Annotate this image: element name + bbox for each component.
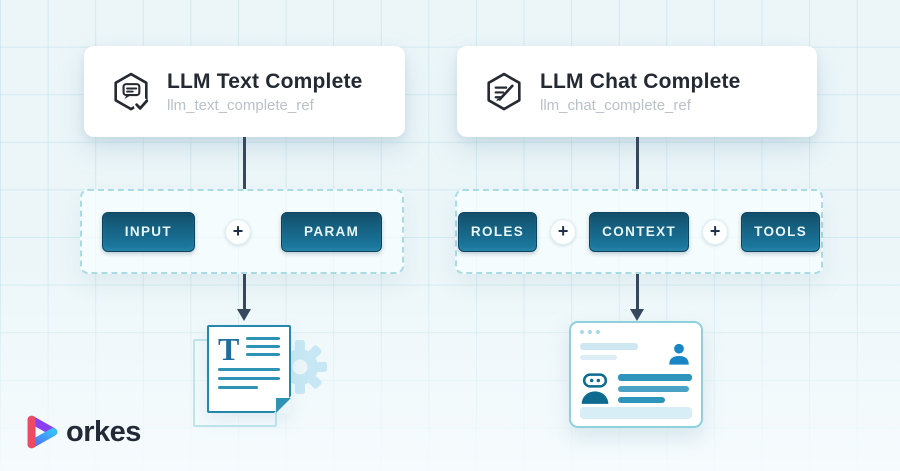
arrow-head-icon <box>237 309 251 321</box>
connector-line <box>243 137 246 189</box>
card-text-block: LLM Text Complete llm_text_complete_ref <box>167 70 363 114</box>
document-front-page: T <box>207 325 291 413</box>
document-header: T <box>218 331 280 367</box>
roles-chip[interactable]: ROLES <box>457 211 538 252</box>
chat-input-bar <box>580 407 692 419</box>
message-line <box>580 355 617 360</box>
task-reference-name: llm_chat_complete_ref <box>540 96 691 114</box>
card-text-block: LLM Chat Complete llm_chat_complete_ref <box>540 70 741 114</box>
chat-output-illustration <box>569 321 703 428</box>
message-check-hexagon-icon <box>114 72 149 112</box>
document-body-lines <box>218 368 280 390</box>
input-chip[interactable]: INPUT <box>101 211 195 252</box>
bot-message-row <box>580 372 692 404</box>
context-chip[interactable]: CONTEXT <box>589 211 690 252</box>
document-text-lines <box>246 335 280 363</box>
task-reference-name: llm_text_complete_ref <box>167 96 314 114</box>
chat-complete-io-group: ROLES + CONTEXT + TOOLS <box>455 189 823 274</box>
page-fold-icon <box>276 398 291 413</box>
text-line <box>246 337 280 340</box>
tools-chip[interactable]: TOOLS <box>741 211 821 252</box>
connector-line <box>636 137 639 189</box>
window-dot-icon <box>596 330 600 334</box>
window-dot-icon <box>588 330 592 334</box>
robot-icon <box>581 373 609 404</box>
bot-message-lines <box>618 372 692 403</box>
orkes-logo-mark-icon <box>27 415 58 449</box>
text-line <box>246 353 280 356</box>
window-dots <box>580 330 692 334</box>
plus-icon: + <box>550 218 577 245</box>
plus-icon: + <box>702 218 729 245</box>
compose-hexagon-icon <box>487 72 521 110</box>
window-dot-icon <box>580 330 584 334</box>
message-line <box>618 386 690 392</box>
message-line <box>580 343 638 350</box>
plus-icon: + <box>225 218 251 245</box>
user-message-lines <box>580 341 660 360</box>
llm-text-complete-card[interactable]: LLM Text Complete llm_text_complete_ref <box>84 46 405 137</box>
text-line <box>246 345 280 348</box>
text-output-illustration: T <box>190 320 330 432</box>
arrow-shaft <box>635 274 639 310</box>
text-line <box>218 368 280 372</box>
llm-chat-complete-card[interactable]: LLM Chat Complete llm_chat_complete_ref <box>457 46 817 137</box>
arrow-head-icon <box>630 309 644 321</box>
task-title: LLM Text Complete <box>167 69 363 93</box>
arrow-shaft <box>242 274 246 310</box>
orkes-logo: orkes <box>24 415 141 449</box>
arrow-to-text-output <box>237 274 251 322</box>
user-message-row <box>580 341 692 367</box>
message-line <box>618 397 666 403</box>
orkes-logo-text: orkes <box>66 415 141 448</box>
user-icon <box>669 343 689 365</box>
arrow-to-chat-output <box>630 274 644 322</box>
text-line <box>218 377 280 381</box>
param-chip[interactable]: PARAM <box>281 211 383 252</box>
text-complete-io-group: INPUT + PARAM <box>80 189 404 274</box>
task-title: LLM Chat Complete <box>540 69 741 93</box>
message-line <box>618 374 692 381</box>
document-letter: T <box>218 331 240 367</box>
text-line <box>218 386 259 390</box>
